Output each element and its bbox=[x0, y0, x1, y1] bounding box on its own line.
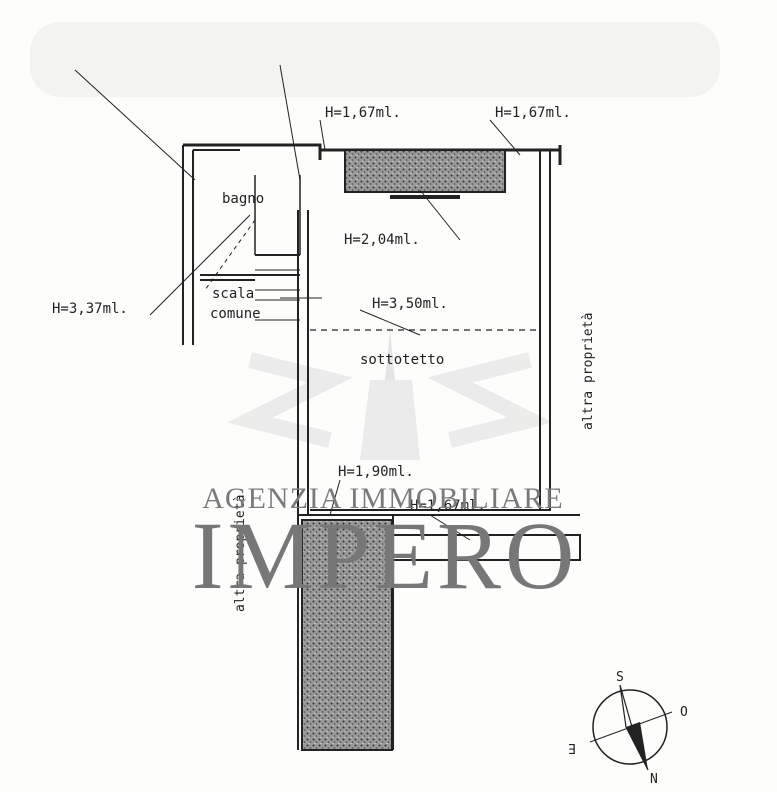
watermark-agency: AGENZIA IMMOBILIARE bbox=[202, 482, 563, 515]
neighbor-label-left: altra proprietà bbox=[233, 495, 248, 612]
top-terrace bbox=[344, 149, 506, 193]
watermark-brand: IMPERO bbox=[192, 502, 579, 609]
compass-north: N bbox=[650, 772, 658, 787]
height-bottom-left: H=1,90ml. bbox=[338, 464, 414, 480]
room-label-scala: scala bbox=[212, 286, 254, 302]
height-terrace: H=2,04ml. bbox=[344, 232, 420, 248]
neighbor-label-right: altra proprietà bbox=[581, 313, 596, 430]
height-bath: H=3,37ml. bbox=[52, 301, 128, 317]
compass-east: E bbox=[568, 740, 576, 755]
compass-west: O bbox=[680, 705, 688, 720]
height-top-left: H=1,67ml. bbox=[325, 105, 401, 121]
room-label-sottotetto: sottotetto bbox=[360, 352, 444, 368]
watermark-emblem bbox=[227, 330, 553, 460]
height-bottom-right: H=1,67ml. bbox=[410, 498, 486, 514]
bath-ridge-line bbox=[204, 219, 256, 291]
leader-lines bbox=[74, 64, 521, 541]
height-center: H=3,50ml. bbox=[372, 296, 448, 312]
room-label-comune: comune bbox=[210, 306, 261, 322]
height-top-right: H=1,67ml. bbox=[495, 105, 571, 121]
scan-smudge bbox=[30, 22, 720, 97]
room-label-bagno: bagno bbox=[222, 191, 264, 207]
compass-south: S bbox=[616, 670, 624, 685]
bottom-terrace bbox=[301, 519, 393, 751]
compass-icon: S N E O bbox=[568, 670, 688, 787]
